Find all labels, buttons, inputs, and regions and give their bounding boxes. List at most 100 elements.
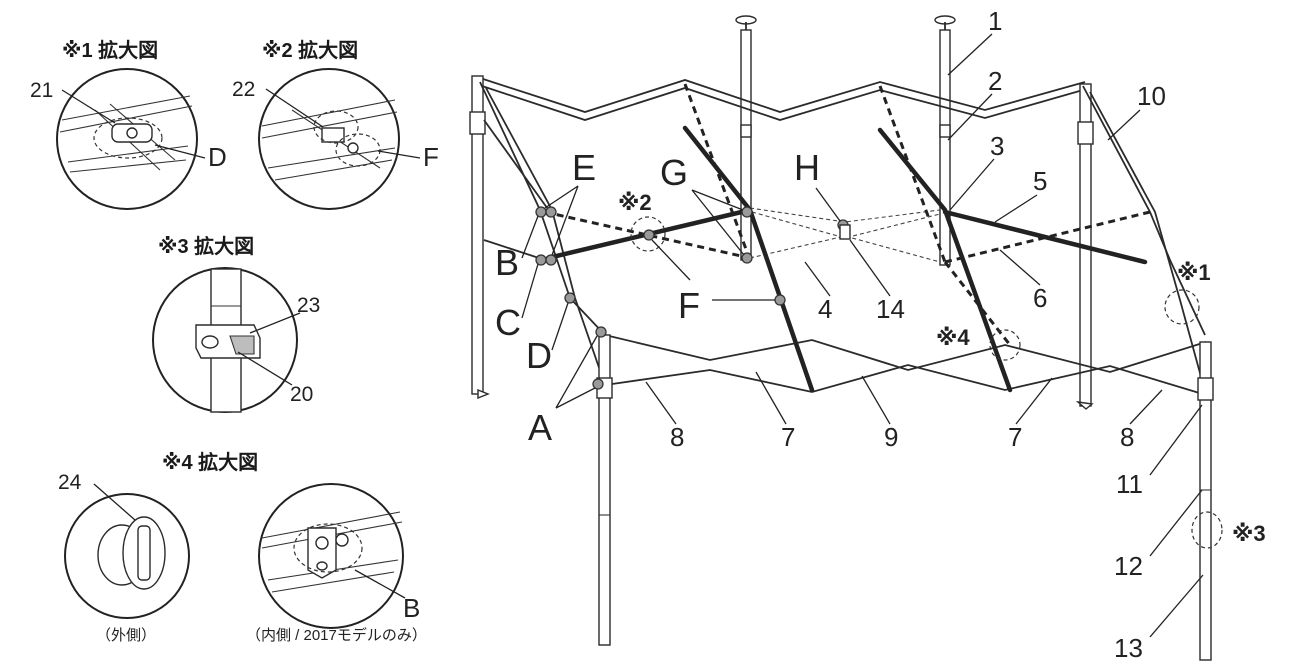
part-14-bracket [839, 224, 851, 240]
joint-label-b: B [495, 242, 519, 283]
detail-2-bracket [321, 127, 345, 143]
part-label-1: 1 [988, 6, 1002, 36]
leader-1 [947, 33, 993, 76]
detail-2-part-leader [265, 88, 324, 128]
detail-4-part-label: 24 [58, 471, 82, 494]
detail-4: ※4 拡大図 24 （外側） B （内側 / 2017モデルのみ） [58, 450, 427, 644]
detail-2-marker-b [335, 133, 381, 167]
right-side-truss [1082, 85, 1207, 396]
detail-4-title: ※4 拡大図 [162, 450, 258, 474]
dot-g2 [741, 252, 753, 264]
leader-2 [947, 93, 993, 141]
detail-1-part-leader [61, 89, 116, 124]
detail-4-caption-inner: （内側 / 2017モデルのみ） [246, 626, 427, 644]
ref-label-1: ※1 [1177, 260, 1211, 285]
detail-1-joint-leader [154, 144, 206, 159]
joint-label-e: E [572, 147, 596, 188]
part-label-9: 9 [884, 422, 898, 452]
back-top-rail-lower [481, 85, 1084, 121]
detail-2-marker-a [313, 110, 359, 144]
part-label-8-right: 8 [1120, 422, 1134, 452]
part-label-14: 14 [876, 294, 905, 324]
joint-label-a: A [528, 407, 552, 448]
front-top-rail [604, 334, 1207, 373]
ref-3-marker [1191, 511, 1223, 549]
detail-3-part-bottom-label: 20 [290, 383, 313, 406]
leader-8-left [645, 381, 677, 425]
detail-2-pin [347, 142, 359, 154]
ref-4-marker [989, 329, 1021, 361]
leader-f-1 [651, 239, 691, 281]
ref-label-3: ※3 [1232, 521, 1266, 546]
ref-label-4: ※4 [936, 325, 970, 350]
leader-c [521, 263, 539, 319]
truss-right-diagonal [942, 209, 1148, 265]
detail-3-part-bottom-leader [237, 351, 293, 386]
detail-2-part-label: 22 [232, 78, 255, 101]
foot-back-left [477, 388, 490, 400]
leader-8-right [1129, 389, 1163, 425]
leader-e-1 [544, 185, 579, 209]
part-label-6: 6 [1033, 283, 1047, 313]
detail-3-clip-button [201, 335, 219, 349]
dot-e2 [545, 206, 557, 218]
detail-2-title: ※2 拡大図 [262, 38, 358, 62]
part-label-4: 4 [818, 294, 832, 324]
leader-g-1 [691, 189, 744, 211]
part-label-10: 10 [1137, 81, 1166, 111]
leader-5 [994, 194, 1038, 223]
ref-1-marker [1164, 289, 1200, 325]
dash-left-rear [683, 83, 752, 261]
part-label-11: 11 [1116, 469, 1143, 499]
leader-12 [1149, 489, 1203, 557]
dot-c2 [545, 254, 557, 266]
detail-4-part-leader [93, 483, 136, 521]
back-right-slider [1077, 121, 1094, 145]
dash-right-rear [878, 85, 947, 263]
joint-label-g: G [660, 152, 688, 193]
detail-3-part-top-leader [249, 312, 301, 334]
ref-2-marker [630, 216, 666, 252]
leader-a-2 [555, 387, 596, 409]
leader-10 [1107, 109, 1141, 141]
part-label-7-right: 7 [1008, 422, 1022, 452]
front-bottom-rail [604, 364, 1207, 396]
part-label-2: 2 [988, 66, 1002, 96]
detail-4-caption-outer: （外側） [96, 627, 156, 644]
main-frame [469, 15, 1214, 661]
detail-2-joint-label: F [423, 142, 439, 172]
detail-4-bracket [307, 527, 337, 579]
leader-4 [804, 261, 831, 297]
foot-back-right [1075, 400, 1094, 410]
back-left-slider [469, 111, 486, 135]
detail-1-marker [93, 117, 163, 159]
leader-14 [849, 239, 891, 297]
detail-4-bolt-a [315, 536, 329, 550]
joint-labels: E B C D A G H F [495, 147, 841, 448]
detail-4-plug-slot [137, 525, 151, 581]
detail-1-part-label: 21 [30, 79, 53, 102]
leader-b [521, 215, 539, 259]
leader-9 [861, 375, 891, 425]
dot-c1 [535, 254, 547, 266]
center-pole-left-collar [740, 124, 752, 138]
part-label-12: 12 [1114, 551, 1143, 581]
front-right-slider [1197, 377, 1214, 401]
detail-3-clip-shade [229, 335, 255, 355]
back-top-rail [479, 77, 1086, 113]
part-label-3: 3 [990, 131, 1004, 161]
center-lattice [749, 207, 941, 263]
part-label-5: 5 [1033, 166, 1047, 196]
leader-6 [999, 249, 1041, 286]
dot-d [564, 292, 576, 304]
detail-2-joint-leader [377, 150, 421, 159]
detail-4-bolt-b [335, 533, 349, 547]
part-label-7-left: 7 [781, 422, 795, 452]
detail-3-title: ※3 拡大図 [158, 234, 254, 258]
joint-label-h: H [794, 147, 820, 188]
detail-4-joint-label: B [403, 593, 420, 623]
part-labels: 1 2 3 5 10 4 14 6 8 7 9 7 8 11 12 13 [645, 6, 1204, 663]
leader-e-2 [551, 185, 579, 256]
center-pole-right [939, 29, 951, 266]
